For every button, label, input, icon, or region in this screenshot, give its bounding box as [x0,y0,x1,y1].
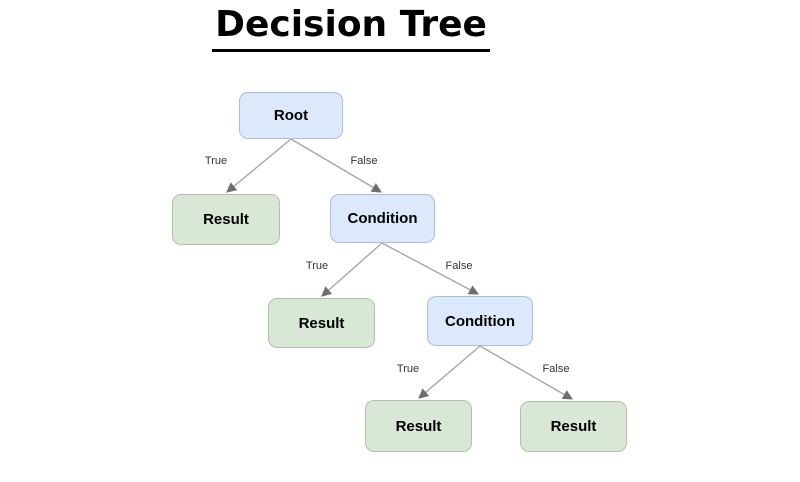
node-condition-1: Condition [330,194,435,243]
edge-label-condition-1-false: False [445,260,473,272]
edge-condition-2-to-result-3 [418,345,481,399]
node-result-2: Result [268,298,375,348]
node-root: Root [239,92,343,139]
node-result-3: Result [365,400,472,452]
diagram-title: Decision Tree [212,4,490,52]
edge-label-condition-2-false: False [542,363,570,375]
edge-label-root-false: False [350,155,378,167]
edge-condition-1-to-result-2 [321,242,383,297]
edge-condition-2-to-result-4 [479,345,573,400]
node-result-1: Result [172,194,280,245]
node-result-4: Result [520,401,627,452]
edge-label-root-true: True [204,155,228,167]
edge-root-to-condition-1 [290,138,382,193]
edge-label-condition-2-true: True [396,363,420,375]
edge-condition-1-to-condition-2 [381,242,479,295]
node-condition-2: Condition [427,296,533,346]
edge-label-condition-1-true: True [305,260,329,272]
edge-root-to-result-1 [226,138,292,193]
